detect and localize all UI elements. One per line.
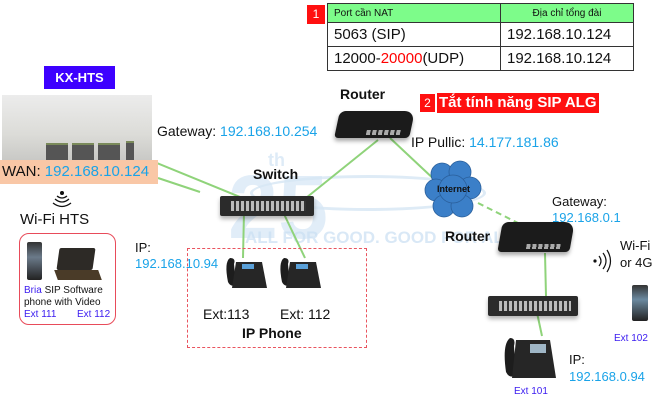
wireless-label-2: or 4G [620, 255, 653, 270]
link-internet-router2 [477, 202, 521, 225]
pbx-device-photo [2, 95, 152, 160]
router-gateway-label: Gateway: 192.168.10.254 [157, 123, 317, 139]
link-switch-phone1 [242, 211, 245, 259]
link-switch-phone2 [282, 211, 306, 259]
switch-title: Switch [253, 166, 299, 182]
ext-112-label: Ext 112 [77, 309, 111, 320]
public-label: IP Pullic: [411, 134, 470, 150]
ip-phone-ip-label: IP: [135, 240, 151, 255]
desk-phone-icon [280, 258, 321, 288]
table-row: 12000-20000(UDP) 192.168.10.124 [327, 46, 634, 71]
usb-port-icon [126, 141, 134, 160]
gateway-label: Gateway: [157, 123, 221, 139]
router-remote-title: Router [445, 228, 491, 244]
internet-label: Internet [437, 184, 471, 194]
port-suffix: (UDP) [422, 50, 465, 67]
port-highlight: 20000 [380, 50, 423, 67]
ip-phone-group-label: IP Phone [242, 325, 302, 341]
router-main-title: Router [340, 86, 386, 102]
remote-ip-label: IP: [569, 352, 585, 367]
link-switch-router [295, 139, 379, 207]
gateway-ip: 192.168.10.254 [220, 123, 318, 139]
wan-ip: 192.168.10.124 [44, 163, 150, 180]
softphone-group: Bria SIP Software phone with Video Ext 1… [19, 233, 116, 325]
link-router2-switch2 [544, 252, 547, 297]
header-address: Địa chỉ tổng đài [500, 3, 634, 23]
video-phone-icon [504, 338, 556, 378]
ip-phone-ip: 192.168.10.94 [135, 256, 219, 271]
nat-table: Port cần NAT Địa chỉ tổng đài 5063 (SIP)… [327, 3, 634, 71]
ext-112-phone-label: Ext: 112 [280, 306, 331, 322]
softphone-desc-2: phone with Video [24, 297, 101, 308]
internet-cloud-icon [424, 160, 482, 218]
wireless-label-1: Wi-Fi [620, 238, 651, 253]
mobile-phone-icon [632, 285, 648, 321]
watermark-sup: th [268, 150, 285, 170]
wireless-signal-icon [593, 249, 612, 273]
lan-port-icon [72, 143, 94, 160]
public-ip-label: IP Pullic: 14.177.181.86 [411, 134, 559, 150]
lan-port-icon [46, 143, 68, 160]
smartphone-icon [27, 242, 42, 280]
sip-alg-note: Tắt tính năng SIP ALG [437, 93, 599, 113]
public-ip: 14.177.181.86 [469, 134, 559, 150]
laptop-base-icon [54, 270, 102, 280]
link-router-internet [389, 137, 439, 184]
pbx-wan-label: WAN: 192.168.10.124 [0, 160, 158, 184]
ip-phone-group [187, 248, 367, 348]
ext-101-label: Ext 101 [514, 386, 548, 397]
nat-table-header: Port cần NAT Địa chỉ tổng đài [327, 3, 634, 23]
watermark-ellipse [250, 175, 486, 211]
cell-port: 12000-20000(UDP) [327, 46, 501, 71]
step-1-badge: 1 [307, 5, 325, 24]
cell-address: 192.168.10.124 [500, 22, 634, 47]
wifi-hts-label: Wi-Fi HTS [20, 211, 90, 228]
router-remote-gateway-ip: 192.168.0.1 [552, 210, 621, 225]
pbx-title: KX-HTS [44, 66, 115, 89]
wan-label: WAN: [2, 163, 45, 180]
table-row: 5063 (SIP) 192.168.10.124 [327, 22, 634, 47]
watermark-slogan: ALL FOR GOOD. GOOD FOR ALL [245, 228, 515, 247]
router-remote-icon [497, 222, 575, 252]
switch-remote-icon [488, 296, 578, 316]
wan-port-icon [98, 143, 120, 160]
header-port: Port cần NAT [327, 3, 501, 23]
bria-label: Bria [24, 285, 42, 296]
ext-102-label: Ext 102 [614, 333, 648, 344]
wifi-icon [52, 191, 72, 208]
softphone-desc-rest: SIP Software [41, 285, 103, 296]
ext-113-label: Ext:113 [203, 306, 250, 322]
laptop-icon [56, 248, 96, 270]
cell-port: 5063 (SIP) [327, 22, 501, 47]
router-main-icon [334, 111, 415, 138]
link-wan-switch [157, 177, 201, 193]
switch-icon [220, 196, 314, 216]
cell-address: 192.168.10.124 [500, 46, 634, 71]
desk-phone-icon [226, 258, 267, 288]
ext-111-label: Ext 111 [24, 309, 57, 320]
softphone-desc-1: Bria SIP Software [24, 285, 103, 296]
port-prefix: 12000- [334, 50, 381, 67]
remote-ip: 192.168.0.94 [569, 369, 645, 384]
step-2-badge: 2 [420, 94, 435, 112]
router-remote-gateway-label: Gateway: [552, 194, 607, 209]
